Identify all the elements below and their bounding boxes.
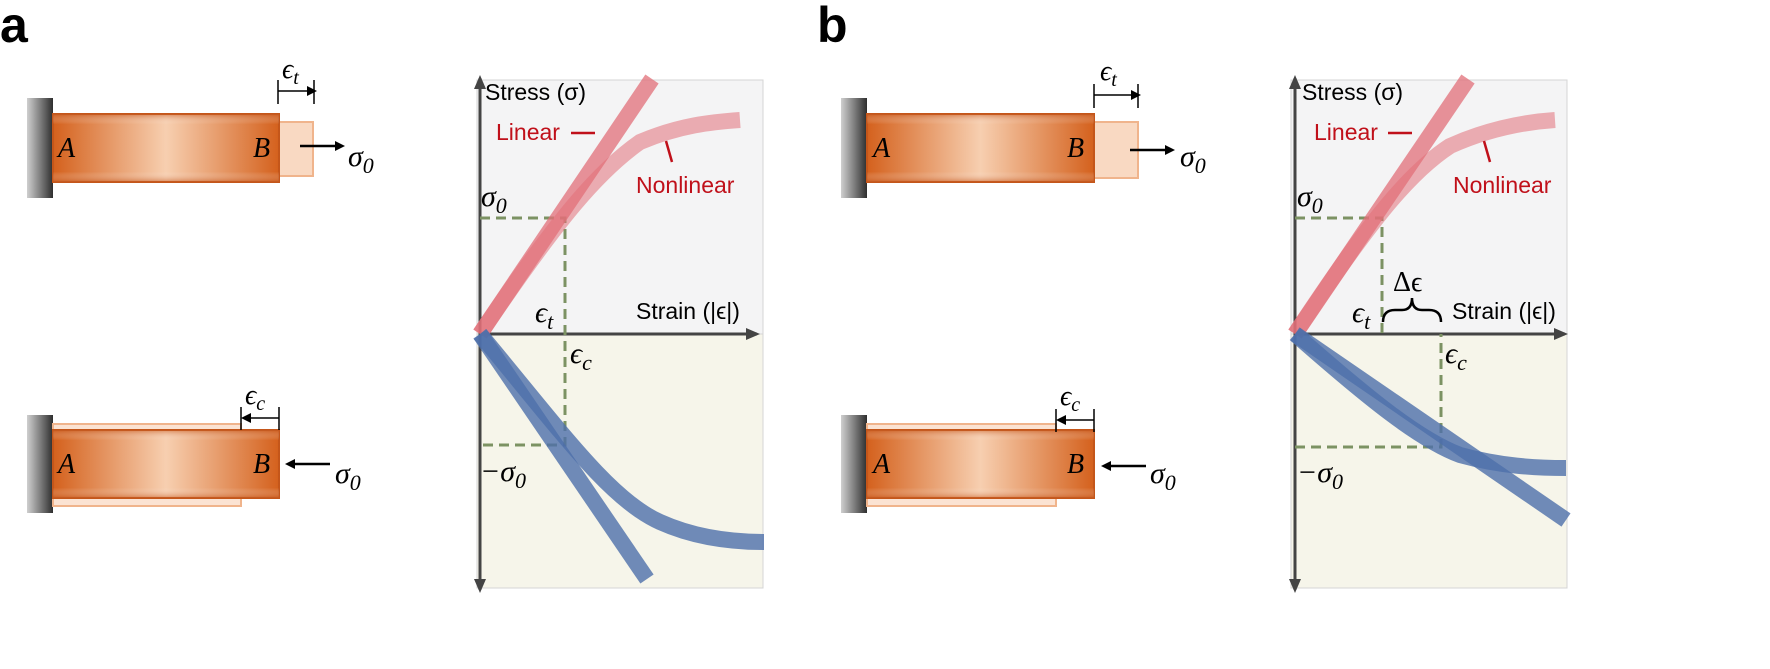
strain-axis-label: Strain (|ϵ|)	[1452, 298, 1556, 324]
sigma-negative-label: −σ0	[1297, 456, 1343, 494]
end-b-label: B	[1067, 133, 1084, 164]
panel-b: b A B ϵt σ0 A B ϵc	[817, 0, 1571, 593]
eps-t-label: ϵt	[535, 296, 554, 334]
nonlinear-label: Nonlinear	[636, 172, 735, 198]
linear-label: Linear	[1314, 119, 1378, 145]
stress-strain-plot: Stress (σ) Strain (|ϵ|) Linear Nonlinear…	[473, 74, 765, 593]
fixed-wall	[27, 98, 53, 198]
stress-label: σ0	[1150, 457, 1176, 495]
nonlinear-leader	[1482, 140, 1492, 163]
bar-shading	[53, 430, 279, 498]
stretched-ghost	[278, 121, 314, 177]
sigma-negative-label: −σ0	[480, 455, 526, 493]
eps-c-label: ϵc	[1445, 337, 1467, 375]
panel-letter: a	[0, 0, 29, 53]
bar-shading	[867, 430, 1094, 498]
end-a-label: A	[56, 133, 76, 164]
stress-label: σ0	[335, 457, 361, 495]
delta-strain-brace	[1381, 297, 1443, 323]
stress-label: σ0	[1180, 140, 1206, 178]
strain-label: ϵt	[282, 54, 299, 89]
tension-bar: A B ϵt σ0	[841, 56, 1206, 198]
strain-label: ϵt	[1100, 56, 1117, 91]
fixed-wall	[27, 415, 53, 513]
end-a-label: A	[871, 449, 891, 480]
nonlinear-tension-curve	[473, 112, 741, 339]
end-b-label: B	[253, 449, 270, 480]
end-b-label: B	[253, 133, 270, 164]
tension-bar: A B ϵt σ0	[27, 54, 374, 198]
strain-axis-label: Strain (|ϵ|)	[636, 298, 740, 324]
nonlinear-compression-curve	[1289, 327, 1567, 476]
stress-axis-label: Stress (σ)	[1302, 79, 1403, 105]
stress-guide-dashed	[480, 216, 567, 447]
compression-bar: A B ϵc σ0	[841, 381, 1176, 513]
sigma-positive-label: σ0	[481, 180, 507, 218]
strain-label: ϵc	[245, 380, 265, 415]
end-b-label: B	[1067, 449, 1084, 480]
panel-a: a A B ϵt σ0 A B ϵc	[0, 0, 765, 593]
fixed-wall	[841, 98, 867, 198]
stress-axis-label: Stress (σ)	[485, 79, 586, 105]
nonlinear-label: Nonlinear	[1453, 172, 1552, 198]
fixed-wall	[841, 415, 867, 513]
compression-bar: A B ϵc σ0	[27, 380, 361, 513]
delta-strain-label: Δϵ	[1393, 267, 1422, 298]
eps-c-label: ϵc	[570, 337, 592, 375]
nonlinear-leader	[664, 140, 674, 163]
panel-letter: b	[817, 0, 848, 53]
linear-label: Linear	[496, 119, 560, 145]
bar-shading	[53, 114, 279, 182]
stress-strain-plot: Δϵ Stress (σ) Strain (|ϵ|) Linear Nonlin…	[1288, 74, 1571, 593]
bar-shading	[867, 114, 1094, 182]
end-a-label: A	[56, 449, 76, 480]
sigma-positive-label: σ0	[1297, 180, 1323, 218]
strain-label: ϵc	[1060, 381, 1080, 416]
end-a-label: A	[871, 133, 891, 164]
nonlinear-compression-curve	[473, 328, 765, 550]
nonlinear-tension-curve	[1288, 112, 1556, 339]
stress-label: σ0	[348, 140, 374, 178]
eps-t-label: ϵt	[1352, 296, 1371, 334]
